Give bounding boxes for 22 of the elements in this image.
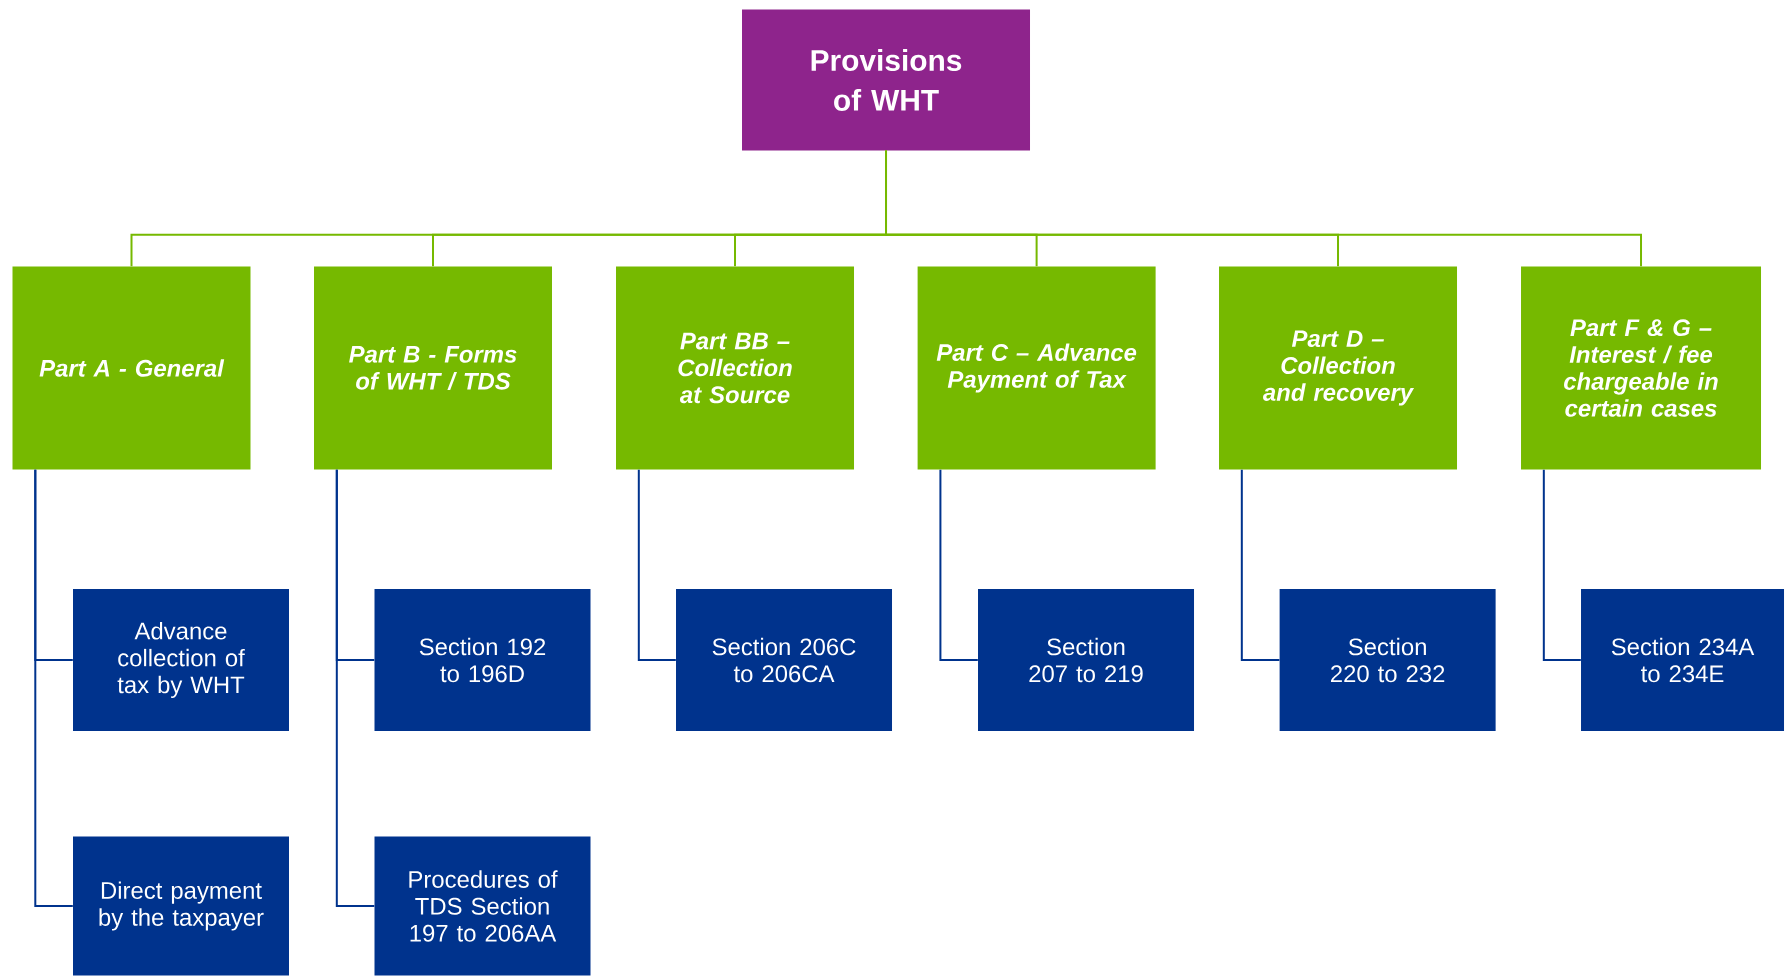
connector-line: [939, 468, 979, 661]
section-box: Direct payment by the taxpayer: [73, 836, 289, 976]
section-box: Section 220 to 232: [1279, 589, 1496, 731]
section-box: Section 192 to 196D: [374, 589, 591, 731]
part-box: Part B - Forms of WHT / TDS: [314, 266, 552, 470]
part-box: Part D – Collection and recovery: [1219, 266, 1457, 470]
connector-line: [637, 468, 677, 661]
part-box: Part C – Advance Payment of Tax: [917, 266, 1156, 470]
connector-line: [34, 468, 74, 907]
section-box: Advance collection of tax by WHT: [73, 589, 289, 731]
section-box: Section 234A to 234E: [1581, 589, 1784, 731]
part-box: Part F & G – Interest / fee chargeable in certain cases: [1521, 266, 1761, 470]
section-box: Section 207 to 219: [978, 589, 1194, 731]
connector-line: [1240, 468, 1281, 661]
part-box: Part A - General: [12, 266, 251, 470]
connector-line: [885, 149, 1642, 268]
part-box: Part BB – Collection at Source: [616, 266, 854, 470]
connector-line: [1542, 468, 1582, 661]
section-box: Section 206C to 206CA: [676, 589, 892, 731]
provisions-box: Provisions of WHT: [742, 9, 1030, 151]
section-box: Procedures of TDS Section 197 to 206AA: [374, 836, 591, 976]
connector-line: [335, 468, 376, 907]
